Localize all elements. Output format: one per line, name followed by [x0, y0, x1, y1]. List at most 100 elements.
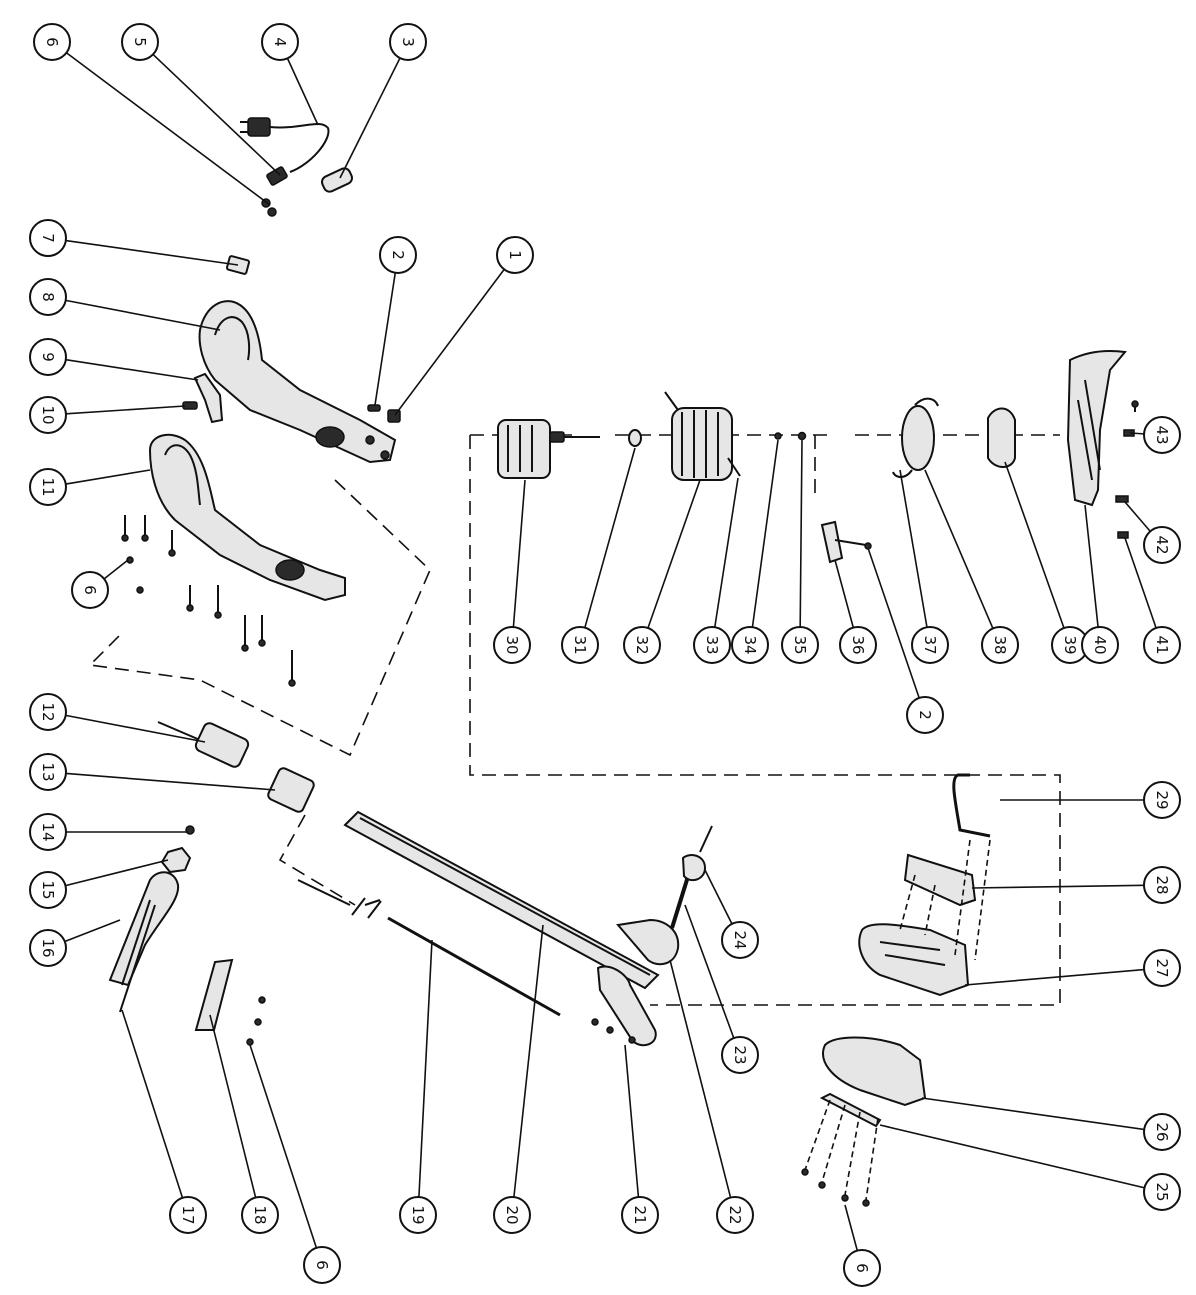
cap-icon [681, 854, 707, 882]
label-text-25: 25 [1153, 1182, 1171, 1201]
part-label-39: 39 [1051, 626, 1089, 664]
leader-line-41 [1124, 537, 1157, 629]
label-text-5: 5 [131, 37, 149, 47]
leader-line-31 [584, 447, 636, 628]
leader-line-18 [209, 1014, 257, 1198]
shaft-group-outline [278, 814, 356, 906]
part-label-21: 21 [621, 1196, 659, 1234]
screw-33-icon [727, 457, 741, 477]
leader-line-11 [65, 469, 151, 485]
label-circle-4 [261, 23, 299, 61]
label-circle-31 [561, 626, 599, 664]
part-label-29: 29 [1143, 781, 1181, 819]
leader-line-36 [834, 559, 855, 628]
fan-icon [664, 391, 733, 481]
label-text-42: 42 [1153, 535, 1171, 554]
label-text-29: 29 [1153, 790, 1171, 809]
leader-line-3 [339, 57, 401, 179]
leader-line-20 [513, 924, 544, 1198]
label-circle-36 [839, 626, 877, 664]
leader-line-32 [647, 479, 701, 629]
part-label-22: 22 [716, 1196, 754, 1234]
part-label-27: 27 [1143, 949, 1181, 987]
label-circle-38 [981, 626, 1019, 664]
label-circle-12 [29, 693, 67, 731]
plug-cable-icon [240, 117, 330, 217]
label-circle-40 [1081, 626, 1119, 664]
label-text-22: 22 [726, 1205, 744, 1224]
label-circle-8 [29, 278, 67, 316]
label-circle-30 [493, 626, 531, 664]
coupling-icon [157, 721, 315, 813]
leader-line-6b [103, 559, 129, 580]
label-text-30: 30 [503, 635, 521, 654]
label-text-3: 3 [399, 37, 417, 47]
part-label-5: 5 [121, 23, 159, 61]
spool-cover-icon [987, 407, 1016, 468]
part-label-34: 34 [731, 626, 769, 664]
bearing-icon [797, 431, 807, 441]
label-text-4: 4 [271, 37, 289, 47]
label-text-14: 14 [39, 822, 57, 841]
spool-icon [892, 397, 939, 478]
label-text-16: 16 [39, 938, 57, 957]
motor-icon [497, 419, 600, 479]
drive-cable-icon [297, 879, 561, 1017]
part-label-36: 36 [839, 626, 877, 664]
leader-line-16 [64, 919, 121, 943]
label-text-41: 41 [1153, 635, 1171, 654]
parts [108, 117, 1139, 1207]
label-text-2b: 2 [916, 710, 934, 720]
label-circle-27 [1143, 949, 1181, 987]
handle-icon [198, 300, 397, 464]
label-circle-35 [781, 626, 819, 664]
label-text-20: 20 [503, 1205, 521, 1224]
part-label-35: 35 [781, 626, 819, 664]
leader-line-38 [924, 469, 994, 629]
leader-line-25 [879, 1124, 1145, 1189]
leader-lines [64, 52, 1157, 1251]
label-text-40: 40 [1091, 635, 1109, 654]
housing-cover-icon [903, 853, 977, 907]
label-text-21: 21 [631, 1205, 649, 1224]
label-text-36: 36 [849, 635, 867, 654]
leader-line-23 [684, 904, 735, 1039]
part-label-1: 1 [496, 236, 534, 274]
label-text-8: 8 [39, 292, 57, 302]
part-label-15: 15 [29, 871, 67, 909]
leader-line-43 [1129, 432, 1145, 435]
leader-line-39 [1004, 461, 1065, 629]
label-text-34: 34 [741, 635, 759, 654]
cable-sleeve-icon [320, 167, 354, 193]
label-circle-19 [399, 1196, 437, 1234]
screw-41-icon [1117, 531, 1129, 539]
label-text-31: 31 [571, 635, 589, 654]
label-text-6b: 6 [81, 585, 99, 595]
bracket-icon [952, 773, 991, 838]
label-text-32: 32 [633, 635, 651, 654]
part-label-33: 33 [693, 626, 731, 664]
part-label-6d: 6 [843, 1249, 881, 1287]
label-circle-25 [1143, 1173, 1181, 1211]
leader-line-27 [964, 968, 1145, 986]
label-text-7: 7 [39, 233, 57, 243]
leader-line-13 [65, 772, 276, 791]
part-label-24: 24 [721, 921, 759, 959]
trigger-spring-icon [182, 401, 198, 410]
label-text-6a: 6 [43, 37, 61, 47]
label-circle-41 [1143, 626, 1181, 664]
label-text-37: 37 [921, 635, 939, 654]
part-label-30: 30 [493, 626, 531, 664]
label-circle-21 [621, 1196, 659, 1234]
label-circle-17 [169, 1196, 207, 1234]
label-circle-29 [1143, 781, 1181, 819]
label-text-2a: 2 [389, 250, 407, 260]
label-text-27: 27 [1153, 958, 1171, 977]
label-text-6d: 6 [853, 1263, 871, 1273]
leader-line-22 [669, 959, 732, 1198]
leader-line-28 [971, 884, 1145, 889]
leader-line-40 [1084, 504, 1099, 628]
part-label-6a: 6 [33, 23, 71, 61]
spring-36-icon [820, 520, 844, 564]
